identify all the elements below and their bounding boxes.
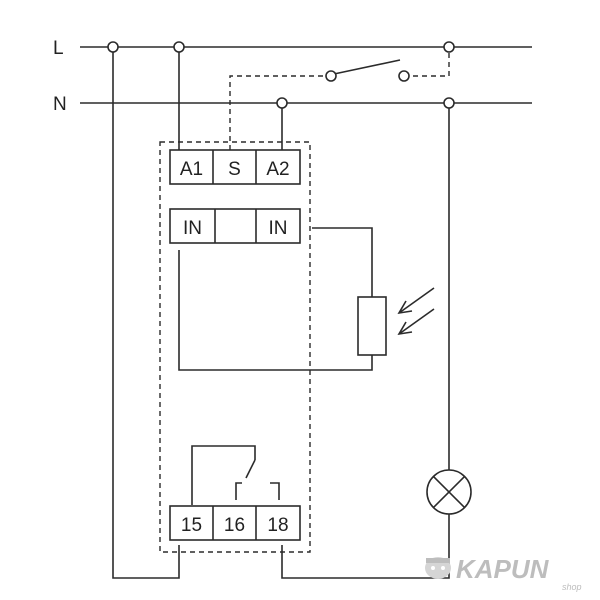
terminal-a1: A1 (180, 159, 203, 180)
supply-terminal-block (169, 149, 301, 185)
relay-housing (159, 141, 311, 553)
wire-lamp-to-18 (281, 514, 450, 579)
terminal-in-right: IN (269, 218, 288, 239)
terminal-in-left: IN (183, 218, 202, 239)
light-ray-2 (398, 308, 435, 335)
control-wire-s (229, 75, 331, 150)
rail-label-neutral: N (53, 94, 67, 115)
junction-neutral-1 (276, 97, 288, 109)
light-ray-1 (398, 287, 435, 314)
lamp-cross-b (432, 475, 466, 509)
switch-contact-left (325, 70, 337, 82)
watermark: KAPUN shop (425, 554, 582, 592)
junction-live-3 (443, 41, 455, 53)
rail-label-live: L (53, 38, 64, 59)
terminal-a2: A2 (266, 159, 289, 180)
photoresistor (357, 296, 387, 356)
sensor-return-wire (178, 250, 373, 371)
junction-neutral-2 (443, 97, 455, 109)
light-ray-1-arrow (397, 300, 413, 315)
output-terminal-block (169, 505, 301, 541)
relay-contact-18 (270, 482, 280, 500)
terminal-18: 18 (267, 515, 288, 536)
junction-live-2 (173, 41, 185, 53)
terminal-s: S (228, 159, 241, 180)
relay-contact-16 (235, 482, 242, 500)
mascot-logo-icon (425, 557, 451, 579)
wire-live-to-15 (112, 47, 180, 579)
light-ray-2-arrow (397, 321, 413, 336)
control-wire-return (404, 47, 450, 77)
control-switch-blade (333, 59, 401, 75)
junction-live-1 (107, 41, 119, 53)
switch-contact-right (398, 70, 410, 82)
terminal-15: 15 (181, 515, 202, 536)
relay-common-wire (191, 445, 256, 505)
watermark-sub: shop (562, 582, 582, 592)
sensor-wire (312, 227, 373, 297)
watermark-brand: KAPUN (456, 554, 550, 584)
input-terminal-block (169, 208, 301, 244)
relay-contact-blade (245, 459, 256, 479)
terminal-16: 16 (224, 515, 245, 536)
